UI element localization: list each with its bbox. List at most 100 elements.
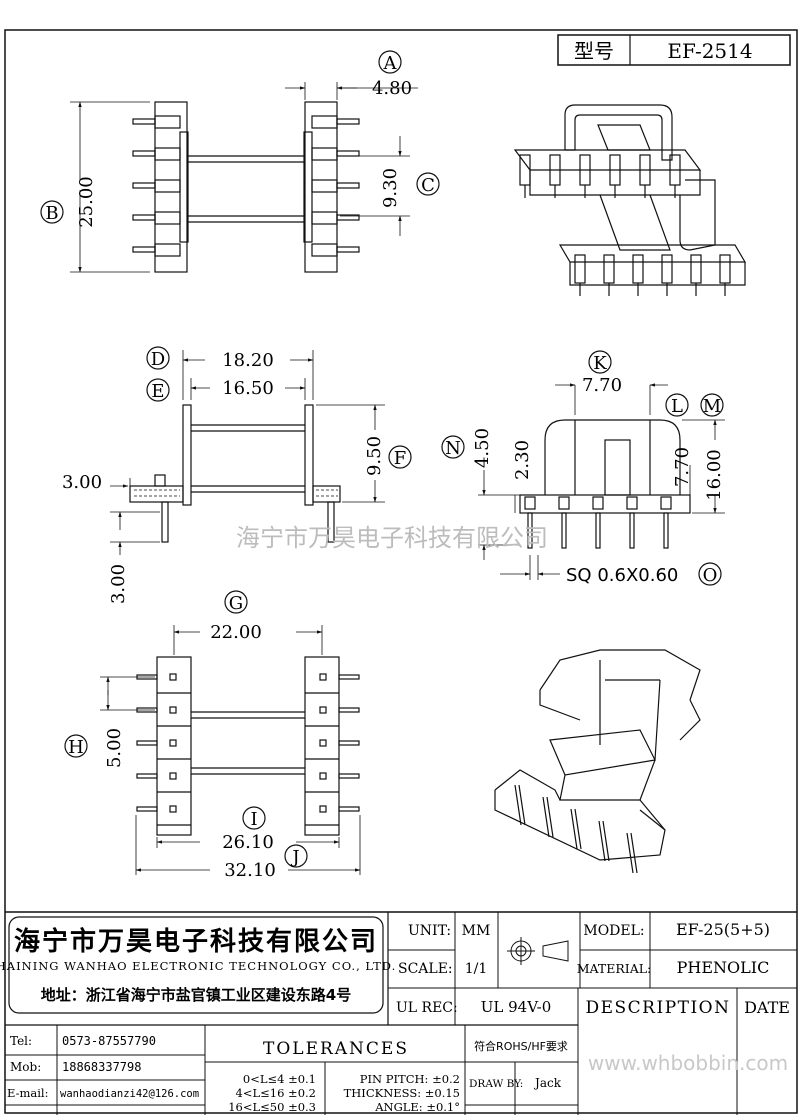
dim-letter-h: H [68,737,84,758]
pin [336,246,360,253]
dim-value-i: 26.10 [222,832,274,853]
dim-letter-e: E [151,381,164,402]
company-name-en: HAINING WANHAO ELECTRONIC TECHNOLOGY CO.… [0,959,396,973]
top-view-labels: A 4.80 B 25.00 C 9.30 [40,50,440,228]
iso-pin-block [632,254,644,284]
dim-letter-o: O [703,565,718,586]
iso-pin [598,820,606,862]
email-label: E-mail: [7,1086,49,1100]
tolerance-range-3: 16<L≤50 ±0.3 [228,1100,316,1114]
pin-base [311,115,338,129]
pin-hole [319,772,327,780]
draw-by-value: Jack [533,1076,562,1090]
pin-base [311,243,338,257]
pin [561,512,567,549]
draw-by-label: DRAW BY: [469,1078,523,1090]
iso-pin-block [719,254,731,284]
unit-value: MM [462,923,491,939]
dim-value-d: 18.20 [222,350,274,371]
pin [595,512,601,549]
pin-base [154,243,181,257]
pin-base [154,179,181,193]
tolerance-range-1: 0<L≤4 ±0.1 [243,1072,316,1086]
pin-base [154,147,181,161]
dim-letter-g: G [229,593,243,614]
pin [336,150,360,157]
dim-value-h: 5.00 [104,728,125,768]
watermark-bottom: www.whbobbin.com [588,1051,788,1075]
pin-slot [592,496,604,510]
dim-letter-c: C [421,175,435,196]
iso-pin-block [574,254,586,284]
pin-base [154,115,181,129]
pin [338,773,360,779]
iso-pin-block [690,254,702,284]
dim-letter-f: F [394,448,407,469]
iso-pin [546,796,554,838]
pin [132,214,156,221]
pin [527,512,533,549]
bottom-view-labels: G 22.00 H 5.00 I 26.10 J 32.10 [64,590,308,881]
pin-hole [169,805,177,813]
top-view [70,82,418,273]
pin [663,512,669,549]
pin-hole [169,706,177,714]
pin [132,150,156,157]
iso-pin-block [603,254,615,284]
tolerance-spec-3: ANGLE: ±0.1° [374,1100,460,1114]
bottom-view [100,625,361,875]
dim-letter-i: I [250,809,257,830]
dim-letter-j: J [290,847,299,868]
pin [338,806,360,812]
email-value: wanhaodianzi42@126.com [60,1088,199,1100]
isometric-view-top [513,104,747,296]
pin [336,182,360,189]
pin [338,674,360,680]
dim-letter-l: L [671,396,683,417]
dim-letter-k: K [593,353,607,374]
sheet-border [4,29,798,1114]
model-box-value: EF-2514 [667,39,752,63]
tolerance-range-2: 4<L≤16 ±0.2 [236,1086,316,1100]
projection-symbol [507,937,569,965]
tel-value: 0573-87557790 [62,1034,156,1048]
ul-rec-value: UL 94V-0 [481,998,552,1016]
iso-pin [542,796,550,838]
date-label: DATE [744,998,790,1017]
dim-value-k: 7.70 [582,375,622,396]
pin [132,246,156,253]
dim-value-o: SQ 0.6X0.60 [566,565,678,586]
title-block [5,911,797,1115]
pin-hole [319,805,327,813]
dim-value-m: 16.00 [704,449,725,501]
model-box-label: 型号 [574,39,614,63]
tolerance-spec-2: THICKNESS: ±0.15 [344,1086,460,1100]
title-block-text: 海宁市万昊电子科技有限公司 HAINING WANHAO ELECTRONIC … [0,920,790,1114]
company-name-cn: 海宁市万昊电子科技有限公司 [14,926,378,957]
iso-pin [514,784,522,826]
side-extra-horizontal: 3.00 [62,472,102,493]
iso-pin [570,808,578,850]
dim-letter-m: M [703,396,721,417]
pin [136,773,158,779]
pin-base [311,211,338,225]
dim-letter-d: D [151,349,165,370]
company-address: 地址：浙江省海宁市盐官镇工业区建设东路4号 [41,986,351,1004]
tolerance-spec-1: PIN PITCH: ±0.2 [360,1072,460,1086]
dim-value-a: 4.80 [372,78,412,99]
mob-label: Mob: [10,1060,41,1074]
pin-base [154,211,181,225]
unit-label: UNIT: [408,923,451,939]
pin [136,740,158,746]
pin [338,707,360,713]
material-label: MATERIAL: [577,961,652,976]
side-view [110,350,385,555]
pin-slot [558,496,570,510]
iso-pin-block [661,254,673,284]
dim-value-j: 32.10 [224,860,276,881]
iso-pin [602,820,610,862]
pin [136,806,158,812]
pin-hole [319,739,327,747]
dim-value-n: 4.50 [472,428,493,468]
